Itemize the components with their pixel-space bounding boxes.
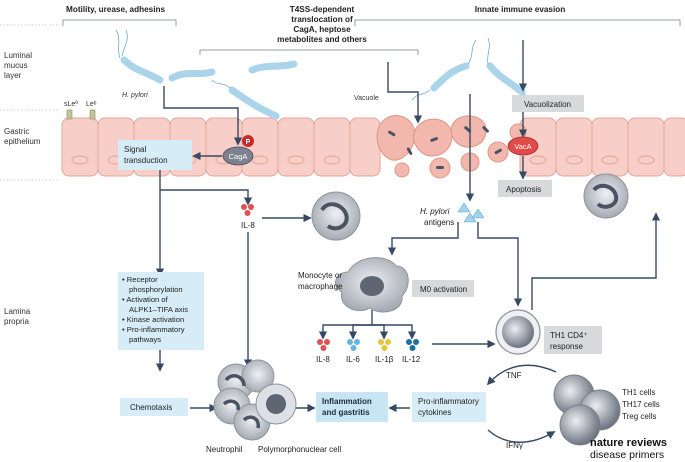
label-th1-2: response — [550, 342, 583, 351]
side-label-lamina-1: Lamina — [4, 307, 31, 316]
antigen-triangles — [457, 202, 485, 223]
label-il8-top: IL-8 — [241, 221, 255, 230]
side-labels: Luminal mucus layer Gastric epithelium L… — [4, 51, 41, 326]
label-antigens-1: H. pylori — [420, 207, 450, 216]
label-vacuolization: Vacuolization — [524, 100, 571, 109]
cytokine-il8 — [317, 339, 330, 351]
label-il6: IL-6 — [346, 355, 360, 364]
cytokine-il1b — [378, 339, 391, 351]
damaged-cells — [376, 115, 527, 179]
granulocyte-top — [311, 191, 361, 241]
chemotaxis-box — [120, 398, 188, 416]
procytokines-box — [412, 392, 486, 422]
label-tcell-1: TH1 cells — [622, 388, 655, 397]
label-sle: sLeª — [64, 101, 78, 108]
th1-response-box — [544, 326, 602, 354]
arrows — [155, 40, 661, 443]
label-inflam-1: Inflammation — [322, 397, 372, 406]
pathway-line-4: ALPK1–TIFA axis — [129, 305, 188, 314]
pathway-line-6: • Pro-inflammatory — [122, 325, 185, 334]
vacuolization-box — [512, 95, 584, 112]
label-tcell-3: Treg cells — [622, 412, 656, 421]
header-t4ss-4: metabolites and others — [277, 35, 367, 44]
cytokine-il12 — [406, 339, 419, 351]
m0-activation-box — [412, 280, 474, 297]
header-t4ss-1: T4SS-dependent — [290, 5, 355, 14]
label-chemotaxis: Chemotaxis — [130, 403, 172, 412]
lewis-antigens — [66, 109, 96, 120]
label-antigens-2: antigens — [424, 218, 454, 227]
pathway-line-7: pathways — [129, 335, 161, 344]
label-leb: Leᵇ — [86, 101, 97, 108]
label-ifng: IFNγ — [506, 441, 523, 450]
label-tnf: TNF — [506, 371, 522, 380]
granulocyte-right — [583, 173, 629, 219]
brand-line-1: nature reviews — [590, 437, 667, 449]
pathway-line-5: • Kinase activation — [122, 315, 184, 324]
neutrophil-cluster — [213, 359, 275, 441]
label-il1b: IL-1β — [375, 355, 394, 364]
side-label-mucus-2: mucus — [4, 61, 28, 70]
caga-molecule — [222, 146, 254, 166]
label-il12: IL-12 — [402, 355, 421, 364]
pmn-cell — [255, 383, 297, 425]
side-label-mucus-1: Luminal — [4, 51, 32, 60]
pathway-line-1: • Receptor — [122, 275, 158, 284]
th1-cell — [495, 309, 541, 355]
label-monocyte-1: Monocyte or — [298, 271, 342, 280]
label-monocyte-2: macrophage — [298, 282, 343, 291]
side-label-epith-2: epithelium — [4, 137, 41, 146]
label-h-pylori: H. pylori — [122, 92, 148, 99]
label-neutrophil: Neutrophil — [206, 445, 243, 454]
header-innate: Innate immune evasion — [475, 5, 566, 14]
il8-top-dots — [241, 204, 254, 216]
phosphate-marker — [242, 135, 254, 147]
layer-dividers — [0, 24, 60, 181]
side-label-epith-1: Gastric — [4, 127, 29, 136]
label-inflam-2: and gastritis — [322, 408, 370, 417]
macrophage — [334, 257, 409, 313]
label-apoptosis: Apoptosis — [506, 185, 541, 194]
label-procyt-2: cytokines — [418, 408, 451, 417]
signal-l2: transduction — [124, 156, 168, 165]
header-motility: Motility, urease, adhesins — [66, 5, 165, 14]
label-pmn: Polymorphonuclear cell — [258, 445, 341, 454]
label-tcell-2: TH17 cells — [622, 400, 660, 409]
pathway-line-2: phosphorylation — [129, 285, 183, 294]
label-procyt-1: Pro-inflammatory — [418, 397, 479, 406]
inflammation-box — [316, 392, 388, 422]
brand-line-2: disease primers — [590, 449, 664, 461]
signal-transduction-box — [118, 140, 192, 170]
apoptosis-box — [498, 180, 552, 197]
label-caga: CagA — [229, 152, 248, 161]
t-cell-cluster — [553, 374, 621, 446]
label-vaca: VacA — [514, 142, 531, 151]
pathway-line-3: • Activation of — [122, 295, 169, 304]
cytokine-il6 — [347, 339, 360, 351]
side-label-mucus-3: layer — [4, 71, 22, 80]
label-p: P — [246, 139, 251, 146]
pathway-box — [118, 272, 204, 350]
side-label-lamina-2: propria — [4, 317, 29, 326]
header-t4ss-2: translocation of — [291, 15, 353, 24]
vaca-molecules — [388, 126, 502, 169]
header-brackets — [62, 19, 681, 55]
label-th1-1: TH1 CD4⁺ — [550, 331, 588, 340]
label-m0: M0 activation — [420, 285, 467, 294]
label-vacuole: Vacuole — [354, 95, 379, 102]
header-t4ss-3: CagA, heptose — [293, 25, 351, 34]
signal-l1: Signal — [124, 145, 146, 154]
label-il8: IL-8 — [316, 355, 330, 364]
